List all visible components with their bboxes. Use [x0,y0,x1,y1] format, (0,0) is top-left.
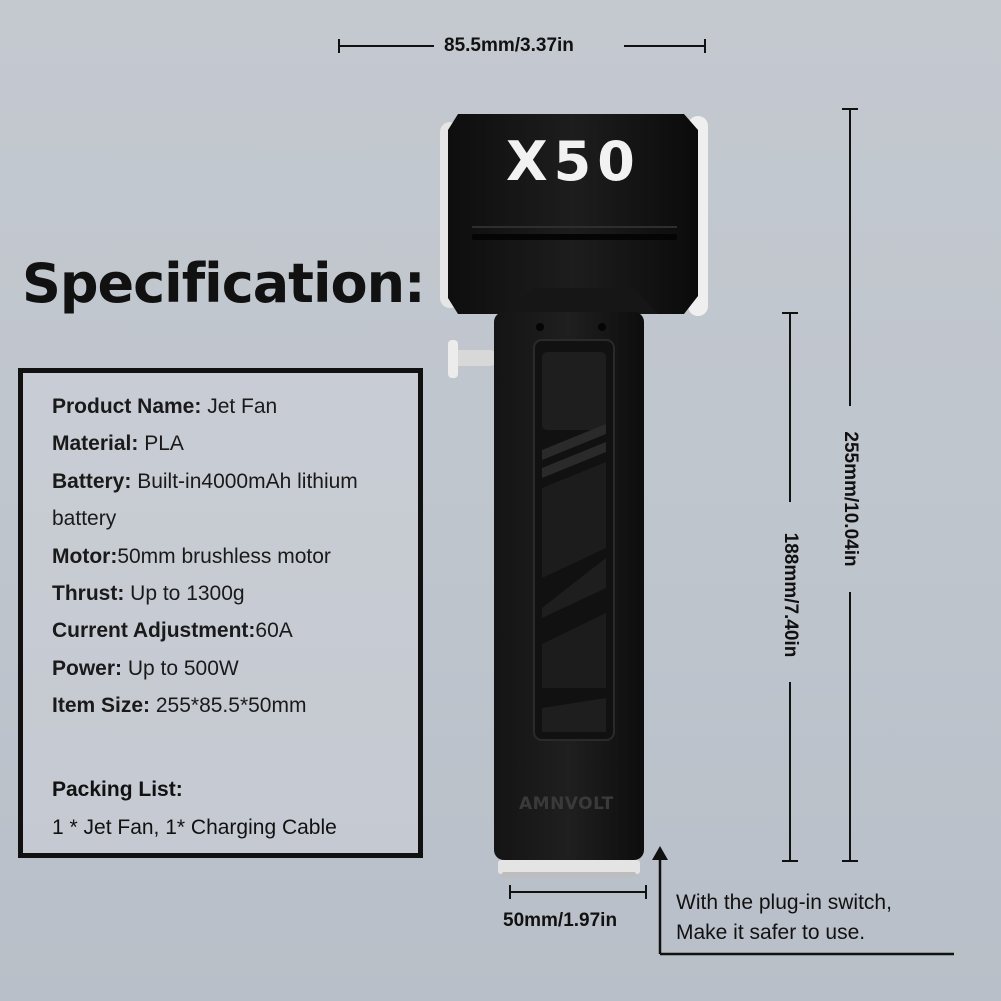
handle-dim-cap-bottom [782,860,798,862]
spec-row-thrust: Thrust: Up to 1300g [52,575,410,612]
total-dim-line-top [849,108,851,406]
switch-note-line1: With the plug-in switch, [676,891,892,914]
spec-value: 60A [255,619,293,643]
spec-row-current: Current Adjustment:60A [52,612,410,649]
spec-label: Item Size: [52,694,151,718]
handle-height-label: 188mm/7.40in [780,532,801,658]
depth-dim-line [509,891,647,893]
packing-title: Packing List: [52,778,183,801]
brand-label: AMNVOLT [519,794,614,814]
total-dim-cap-bottom [842,860,858,862]
spec-row-product-name: Product Name: Jet Fan [52,388,410,425]
switch-note-line2: Make it safer to use. [676,921,866,944]
spec-row-motor: Motor:50mm brushless motor [52,538,410,575]
spec-row-material: Material: PLA [52,425,410,462]
spec-label: Product Name: [52,395,202,418]
spec-row-power: Power: Up to 500W [52,650,410,687]
model-label: X50 [506,130,641,193]
spec-label: Thrust: [52,582,125,606]
spec-row-battery: Battery: Built-in4000mAh lithium [52,463,410,500]
spec-label: Current Adjustment: [52,619,256,643]
width-dim-cap-right [704,39,706,53]
spec-value: 50mm brushless motor [117,544,331,568]
depth-dim-cap-right [645,885,647,899]
switch-note: With the plug-in switch, Make it safer t… [676,888,892,948]
spec-heading: Specification: [22,252,426,315]
spec-row-item-size: Item Size: 255*85.5*50mm [52,687,410,724]
spec-label: Material: [52,432,139,456]
spec-value: Up to 500W [122,656,239,680]
width-dim-line-left [338,45,434,47]
total-dim-line-bottom [849,592,851,860]
spec-value: PLA [138,432,184,456]
width-dimension-label: 85.5mm/3.37in [444,35,574,56]
width-dim-line-right [624,45,706,47]
spec-row-battery-cont: battery [52,500,410,537]
spec-list: Product Name: Jet Fan Material: PLA Batt… [52,388,410,725]
handle-dim-line-top [789,312,791,502]
spec-value: Built-in4000mAh lithium [131,469,358,493]
spec-value: Up to 1300g [124,582,245,606]
spec-value: 255*85.5*50mm [150,694,307,718]
packing-list: Packing List: 1 * Jet Fan, 1* Charging C… [52,771,337,847]
spec-label: Power: [52,656,123,680]
spec-value: battery [52,507,117,531]
spec-panel: Product Name: Jet Fan Material: PLA Batt… [18,368,423,858]
jet-fan-illustration [440,114,708,877]
spec-label: Motor: [52,544,118,568]
packing-text: 1 * Jet Fan, 1* Charging Cable [52,816,337,839]
callout-arrow [652,846,954,956]
depth-dimension-label: 50mm/1.97in [503,910,618,931]
spec-label: Battery: [52,469,132,493]
total-dim-label-wrap: 255mm/10.04in [740,431,960,566]
handle-dim-line-bottom [789,682,791,862]
total-height-label: 255mm/10.04in [840,431,861,567]
spec-value: Jet Fan [201,395,278,418]
